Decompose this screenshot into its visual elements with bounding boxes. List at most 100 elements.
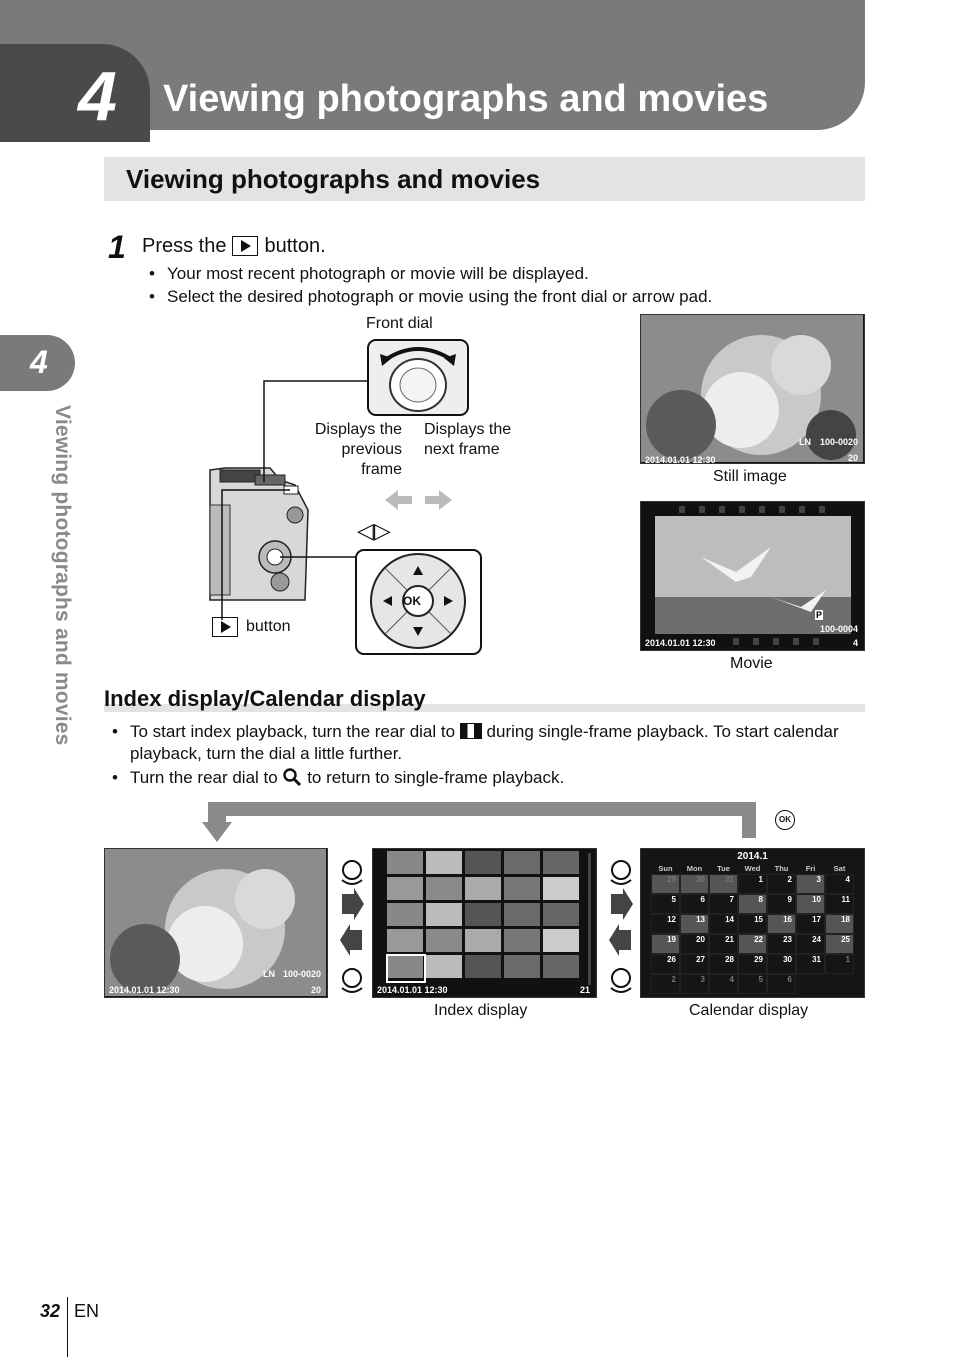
calendar-day[interactable]: 1	[738, 874, 767, 894]
calendar-day[interactable]: 6	[680, 894, 709, 914]
calendar-day[interactable]: 4	[709, 974, 738, 994]
calendar-day[interactable]: 27	[680, 954, 709, 974]
index-thumbnail[interactable]	[465, 955, 501, 978]
index-thumbnail[interactable]	[387, 851, 423, 874]
movie-date: 2014.01.01 12:30	[645, 638, 716, 648]
footer-divider	[67, 1297, 68, 1357]
index-thumbnail[interactable]	[504, 877, 540, 900]
index-thumbnail[interactable]	[543, 877, 579, 900]
calendar-day[interactable]: 20	[680, 934, 709, 954]
calendar-day[interactable]: 26	[651, 954, 680, 974]
index-thumbnail[interactable]	[426, 851, 462, 874]
calendar-day[interactable]: 1	[825, 954, 854, 974]
calendar-day[interactable]: 12	[651, 914, 680, 934]
index-thumbnail[interactable]	[426, 955, 462, 978]
calendar-day[interactable]: 5	[651, 894, 680, 914]
single-frame-count: 20	[310, 985, 321, 995]
index-thumbnail[interactable]	[543, 955, 579, 978]
magnify-icon	[283, 768, 302, 787]
calendar-day[interactable]: 2	[651, 974, 680, 994]
calendar-day[interactable]: 4	[825, 874, 854, 894]
calendar-day[interactable]: 18	[825, 914, 854, 934]
calendar-day[interactable]: 16	[767, 914, 796, 934]
dial-arrows-right	[609, 860, 633, 993]
calendar-day[interactable]: 19	[651, 934, 680, 954]
calendar-day[interactable]: 5	[738, 974, 767, 994]
calendar-day[interactable]: 21	[709, 934, 738, 954]
still-image-caption: Still image	[713, 468, 787, 485]
index-thumbnail[interactable]	[465, 929, 501, 952]
calendar-day[interactable]: 9	[767, 894, 796, 914]
single-file-number: 100-0020	[282, 969, 321, 979]
index-thumbnail[interactable]	[504, 903, 540, 926]
calendar-day[interactable]: 2	[767, 874, 796, 894]
index-thumbnail[interactable]	[387, 929, 423, 952]
step-text-before: Press the	[142, 235, 227, 257]
index-thumbnail[interactable]	[465, 877, 501, 900]
ok-button-icon: OK	[775, 810, 795, 830]
calendar-day[interactable]: 15	[738, 914, 767, 934]
side-chapter-text: Viewing photographs and movies	[51, 405, 74, 746]
calendar-day[interactable]: 6	[767, 974, 796, 994]
dial-arrows-left	[340, 860, 364, 993]
still-quality: LN	[799, 437, 811, 447]
ok-button-label: OK	[403, 594, 421, 608]
index-thumbnail[interactable]	[387, 877, 423, 900]
step-number: 1	[108, 229, 126, 265]
still-date: 2014.01.01 12:30	[645, 455, 716, 464]
step-instruction: Press the button.	[142, 233, 326, 259]
return-arrow	[202, 802, 756, 842]
index-thumbnail[interactable]	[543, 903, 579, 926]
calendar-day[interactable]: 10	[796, 894, 825, 914]
calendar-day[interactable]: 28	[709, 954, 738, 974]
calendar-day[interactable]: 30	[767, 954, 796, 974]
calendar-day[interactable]: 30	[680, 874, 709, 894]
calendar-day[interactable]: 23	[767, 934, 796, 954]
calendar-day[interactable]: 22	[738, 934, 767, 954]
calendar-day[interactable]: 8	[738, 894, 767, 914]
index-thumbnail[interactable]	[426, 929, 462, 952]
calendar-day[interactable]: 14	[709, 914, 738, 934]
index-thumbnail[interactable]	[426, 877, 462, 900]
camera-diagram: OK ◁▷	[200, 310, 500, 670]
calendar-day[interactable]: 31	[709, 874, 738, 894]
index-thumbnail[interactable]	[426, 903, 462, 926]
index-thumbnail[interactable]	[543, 929, 579, 952]
page-number: 32	[40, 1301, 61, 1321]
calendar-day[interactable]: 11	[825, 894, 854, 914]
calendar-weekday: Thu	[774, 864, 789, 873]
calendar-day[interactable]: 13	[680, 914, 709, 934]
flower-photo	[105, 849, 326, 996]
index-thumbnail[interactable]	[465, 851, 501, 874]
index-thumbnail[interactable]	[504, 929, 540, 952]
index-thumbnail[interactable]	[387, 955, 423, 978]
still-frame-count: 20	[847, 453, 858, 463]
calendar-day[interactable]: 3	[796, 874, 825, 894]
side-chapter-number: 4	[30, 344, 48, 380]
index-thumbnail[interactable]	[504, 955, 540, 978]
calendar-day[interactable]: 7	[709, 894, 738, 914]
index-thumbnail[interactable]	[465, 903, 501, 926]
index-bullet-2: Turn the rear dial to to return to singl…	[112, 767, 564, 789]
camera-illustration	[209, 339, 482, 655]
calendar-weekday: Sun	[658, 864, 673, 873]
index-display-screen: 2014.01.01 12:30 21	[372, 848, 597, 998]
index-bullet-1: To start index playback, turn the rear d…	[112, 721, 850, 765]
index-thumbnail[interactable]	[504, 851, 540, 874]
calendar-day[interactable]: 29	[651, 874, 680, 894]
calendar-day[interactable]: 17	[796, 914, 825, 934]
calendar-weekday: Tue	[717, 864, 730, 873]
calendar-day[interactable]: 31	[796, 954, 825, 974]
calendar-day[interactable]: 25	[825, 934, 854, 954]
index-display-caption: Index display	[434, 1002, 528, 1019]
calendar-day[interactable]: 24	[796, 934, 825, 954]
index-thumbnail[interactable]	[543, 851, 579, 874]
calendar-day[interactable]: 29	[738, 954, 767, 974]
calendar-day[interactable]: 3	[680, 974, 709, 994]
movie-mode: P	[815, 610, 824, 620]
calendar-weekday: Wed	[744, 864, 761, 873]
index-thumbnail[interactable]	[387, 903, 423, 926]
